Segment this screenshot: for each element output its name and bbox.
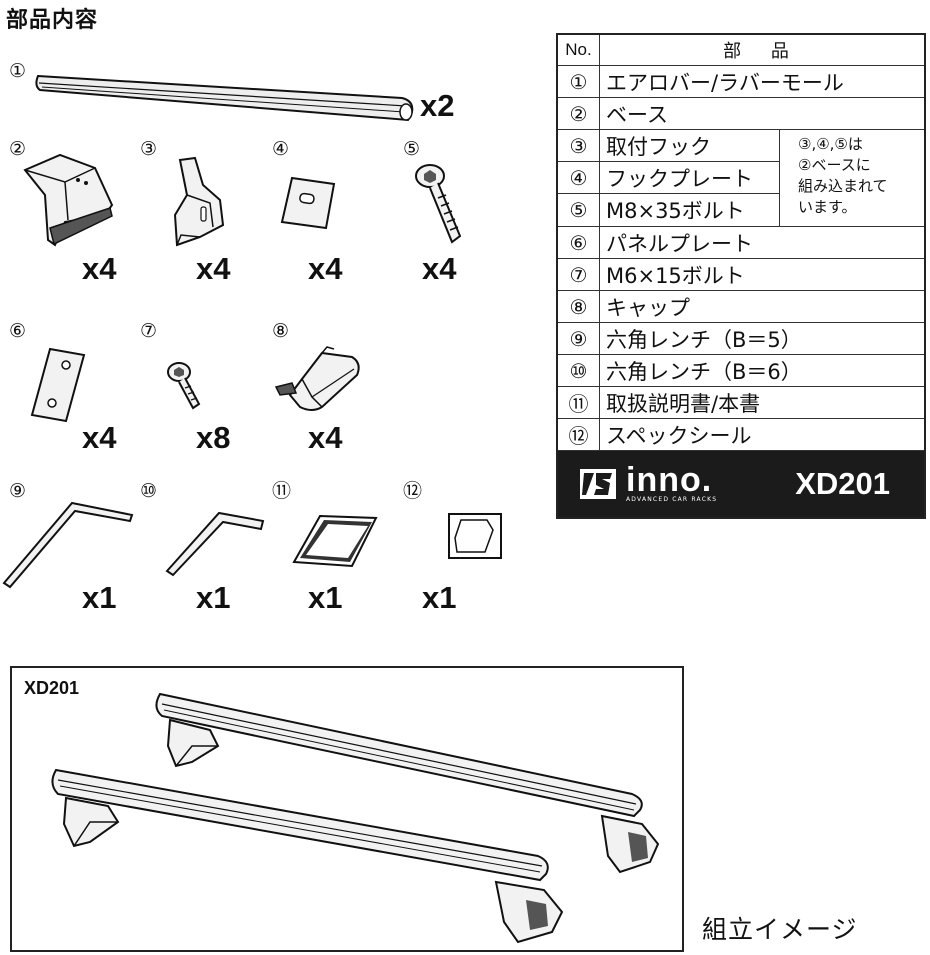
part-number: ④	[272, 138, 290, 160]
part-number: ⑫	[403, 480, 423, 502]
hex-wrench-5-illustration	[2, 501, 134, 589]
base-illustration	[23, 153, 114, 247]
row-number: ②	[558, 98, 600, 129]
spec-sticker-illustration	[448, 513, 502, 559]
part-number: ⑪	[272, 480, 292, 502]
row-part-name: スペックシール	[606, 423, 752, 448]
header-no: No.	[558, 35, 600, 65]
part-number: ⑨	[9, 480, 27, 502]
row-part-name: M6×15ボルト	[606, 263, 745, 288]
cap-illustration	[274, 346, 360, 411]
part-quantity: x4	[82, 251, 117, 286]
table-row: ③ 取付フック	[558, 130, 779, 162]
part-number: ⑤	[403, 138, 421, 160]
note-line: 組み込まれて	[798, 177, 888, 195]
row-part-name: 六角レンチ（B＝5）	[606, 327, 802, 352]
table-row-group: ③ 取付フック ④ フックプレート ⑤ M8×35ボルト ③,④,⑤は ②ベース…	[558, 130, 924, 227]
assembled-roof-rack-illustration	[51, 692, 660, 944]
part-quantity: x4	[308, 251, 343, 286]
hook-plate-illustration	[280, 176, 336, 230]
row-part-name: M8×35ボルト	[606, 199, 745, 223]
row-number: ⑩	[558, 355, 600, 386]
part-number: ⑩	[140, 480, 158, 502]
table-row: ① エアロバー/ラバーモール	[558, 66, 924, 98]
group-note: ③,④,⑤は ②ベースに 組み込まれて います。	[780, 130, 924, 226]
table-row: ② ベース	[558, 98, 924, 130]
brand-logo-text: inno.	[626, 461, 713, 499]
row-number: ⑪	[558, 387, 600, 418]
model-code: XD201	[795, 466, 890, 501]
part-quantity: x4	[82, 420, 117, 455]
row-part-name: 取付フック	[606, 134, 711, 159]
part-quantity: x1	[422, 580, 457, 615]
table-row: ⑦ M6×15ボルト	[558, 259, 924, 291]
table-header: No. 部 品	[558, 35, 924, 66]
note-line: ②ベースに	[798, 156, 871, 174]
panel-plate-illustration	[30, 347, 86, 423]
row-part-name: エアロバー/ラバーモール	[606, 70, 844, 95]
part-quantity: x4	[308, 420, 343, 455]
part-quantity: x8	[196, 420, 231, 455]
row-number: ①	[558, 66, 600, 97]
assembly-model-label: XD201	[24, 678, 80, 698]
row-number: ⑥	[558, 227, 600, 258]
brand-bar: inno. ADVANCED CAR RACKS XD201	[558, 451, 924, 517]
note-line: います。	[798, 198, 857, 216]
part-number: ⑦	[140, 320, 158, 342]
part-number: ⑧	[272, 320, 290, 342]
part-quantity: x1	[308, 580, 343, 615]
table-row: ⑥ パネルプレート	[558, 227, 924, 259]
table-row: ⑨ 六角レンチ（B＝5）	[558, 323, 924, 355]
table-row: ⑧ キャップ	[558, 291, 924, 323]
row-number: ⑧	[558, 291, 600, 322]
inno-logo-icon	[580, 469, 616, 499]
hex-wrench-6-illustration	[165, 511, 265, 577]
table-row: ⑫ スペックシール	[558, 419, 924, 451]
row-part-name: キャップ	[606, 295, 690, 320]
part-quantity: x2	[420, 88, 455, 123]
row-part-name: フックプレート	[606, 166, 753, 191]
row-part-name: ベース	[606, 102, 668, 127]
row-part-name: 取扱説明書/本書	[606, 391, 761, 416]
row-part-name: 六角レンチ（B＝6）	[606, 359, 802, 384]
row-number: ⑦	[558, 259, 600, 290]
part-number: ①	[9, 60, 27, 82]
note-line: ③,④,⑤は	[798, 135, 863, 153]
table-row: ⑪ 取扱説明書/本書	[558, 387, 924, 419]
row-number: ③	[558, 130, 600, 161]
row-number: ⑫	[558, 419, 600, 450]
assembly-caption: 組立イメージ	[702, 915, 858, 944]
table-row: ⑤ M8×35ボルト	[558, 194, 779, 226]
header-name: 部 品	[723, 41, 801, 62]
part-number: ③	[140, 138, 158, 160]
part-quantity: x4	[196, 251, 231, 286]
m8-bolt-illustration	[415, 164, 462, 244]
instruction-manual-illustration	[292, 514, 378, 568]
assembly-illustration-box: XD201	[10, 666, 684, 952]
part-quantity: x1	[196, 580, 231, 615]
part-quantity: x1	[82, 580, 117, 615]
row-number: ④	[558, 162, 600, 193]
part-number: ⑥	[9, 320, 27, 342]
brand-tagline: ADVANCED CAR RACKS	[626, 496, 718, 503]
table-row: ⑩ 六角レンチ（B＝6）	[558, 355, 924, 387]
page-title: 部品内容	[6, 8, 99, 33]
part-quantity: x4	[422, 251, 457, 286]
mounting-hook-illustration	[173, 156, 225, 247]
row-number: ⑨	[558, 323, 600, 354]
parts-table: No. 部 品 ① エアロバー/ラバーモール ② ベース ③ 取付フック ④ フ…	[556, 33, 926, 519]
part-number: ②	[9, 138, 27, 160]
m6-bolt-illustration	[167, 362, 201, 410]
table-row: ④ フックプレート	[558, 162, 779, 194]
row-part-name: パネルプレート	[606, 231, 753, 256]
aero-bar-illustration	[35, 74, 414, 122]
row-number: ⑤	[558, 194, 600, 226]
